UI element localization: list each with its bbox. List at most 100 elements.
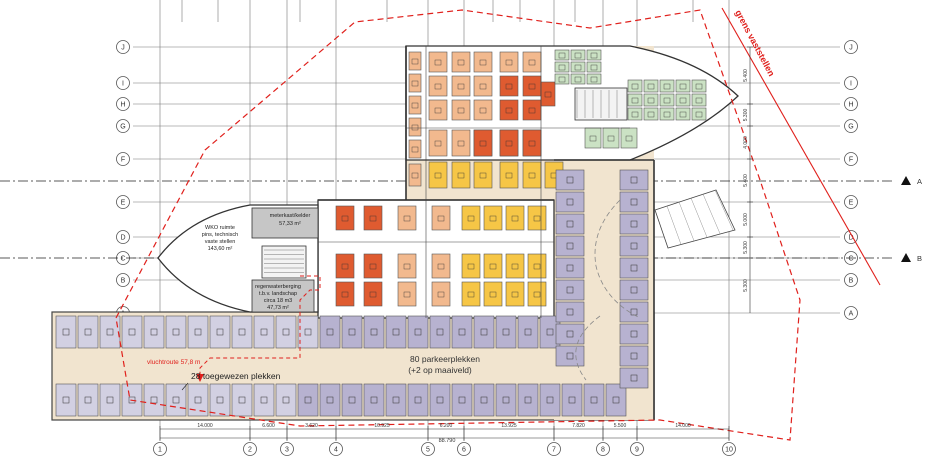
storage-unit-mark [695,97,703,104]
parking-bay [555,345,585,367]
assigned-label: 28 toegewezen plekken [191,371,281,381]
boundary-line [721,7,881,286]
parking-bay-mark [348,396,356,404]
storage-unit [522,75,542,97]
storage-unit-mark [489,263,497,270]
parking-bay [619,279,649,301]
storage-unit-mark [533,263,541,270]
section-arrow [901,176,911,185]
storage-unit-mark [411,124,419,131]
parking-bay-mark [326,328,334,336]
storage-unit-mark [411,102,419,109]
dimension-text: 6.600 [262,423,275,429]
parking-bay [407,315,429,349]
dimension-text: 5.300 [743,279,749,292]
storage-unit-mark [467,263,475,270]
grid-row-label: A [849,311,854,318]
parking-bay-mark [566,330,574,338]
storage-unit-mark [457,172,465,179]
parking-bay-mark [458,396,466,404]
storage-unit-mark [528,107,536,114]
storage-unit-mark [679,111,687,118]
route-label: vluchtroute 57,8 m [147,359,200,366]
storage-unit [554,73,570,85]
grid-col-label: 4 [334,447,338,454]
ramp-exit [654,189,736,249]
storage-unit [363,205,383,231]
parking-bay [297,383,319,417]
storage-unit-mark [505,172,513,179]
grid-row-label: E [849,200,854,207]
storage-unit [408,73,422,93]
ramp-curve [594,199,641,319]
parking-bay [231,383,253,417]
storage-unit [659,107,675,121]
grid-col-label: 10 [725,447,733,454]
storage-unit [335,253,355,279]
storage-unit [335,205,355,231]
parking-count-label: 80 parkeerplekken [410,354,480,364]
dimension-text: 5.400 [743,174,749,187]
storage-unit-mark [590,52,598,59]
parking-bay-mark [348,328,356,336]
grid-bubble [844,273,858,287]
storage-unit-mark [590,76,598,83]
parking-bay [385,383,407,417]
parking-bay [55,315,77,349]
parking-bay [319,383,341,417]
wko-area: 143,60 m² [208,246,233,252]
parking-bay-mark [260,328,268,336]
grid-row-label: H [120,102,125,109]
grid-bubble [722,442,736,456]
parking-bay-mark [436,328,444,336]
storage-unit [584,127,602,149]
storage-unit-mark [403,291,411,298]
storage-unit-mark [505,140,513,147]
parking-bay-mark [566,198,574,206]
wko-label-1: WKO ruimte [205,225,235,231]
dimension-text: 5.500 [614,423,627,429]
parking-bay-mark [282,396,290,404]
grid-row-label: G [120,124,125,131]
storage-unit [431,205,451,231]
storage-unit-mark [411,80,419,87]
storage-unit-mark [437,263,445,270]
storage-unit [586,49,602,61]
storage-unit-mark [528,83,536,90]
storage-unit [428,161,448,189]
storage-unit [499,161,519,189]
parking-bay [143,383,165,417]
grid-bubble [116,97,130,111]
storage-unit [691,79,707,93]
parking-bay-mark [458,328,466,336]
parking-bay-mark [84,396,92,404]
parking-bay [451,315,473,349]
parking-bay-mark [106,328,114,336]
storage-unit [522,161,542,189]
storage-unit-mark [528,59,536,66]
storage-unit-mark [663,97,671,104]
dimension-text: 5.000 [743,213,749,226]
storage-unit-mark [434,107,442,114]
storage-unit-mark [631,83,639,90]
storage-unit-mark [695,83,703,90]
parking-bay [99,315,121,349]
grid-col-label: 7 [552,447,556,454]
parking-bay [275,383,297,417]
parking-bay [209,315,231,349]
storage-unit [451,51,471,73]
grid-bubble [116,230,130,244]
storage-unit-mark [528,172,536,179]
storage-unit [335,281,355,307]
storage-unit-mark [663,111,671,118]
parking-bay-mark [282,328,290,336]
storage-units [335,49,707,307]
leader-line [181,382,189,391]
parking-bay [619,323,649,345]
storage-unit-mark [574,64,582,71]
parking-bay [297,315,319,349]
storage-unit [483,205,503,231]
parking-bay-mark [502,396,510,404]
storage-unit [428,75,448,97]
parking-bay-mark [392,328,400,336]
